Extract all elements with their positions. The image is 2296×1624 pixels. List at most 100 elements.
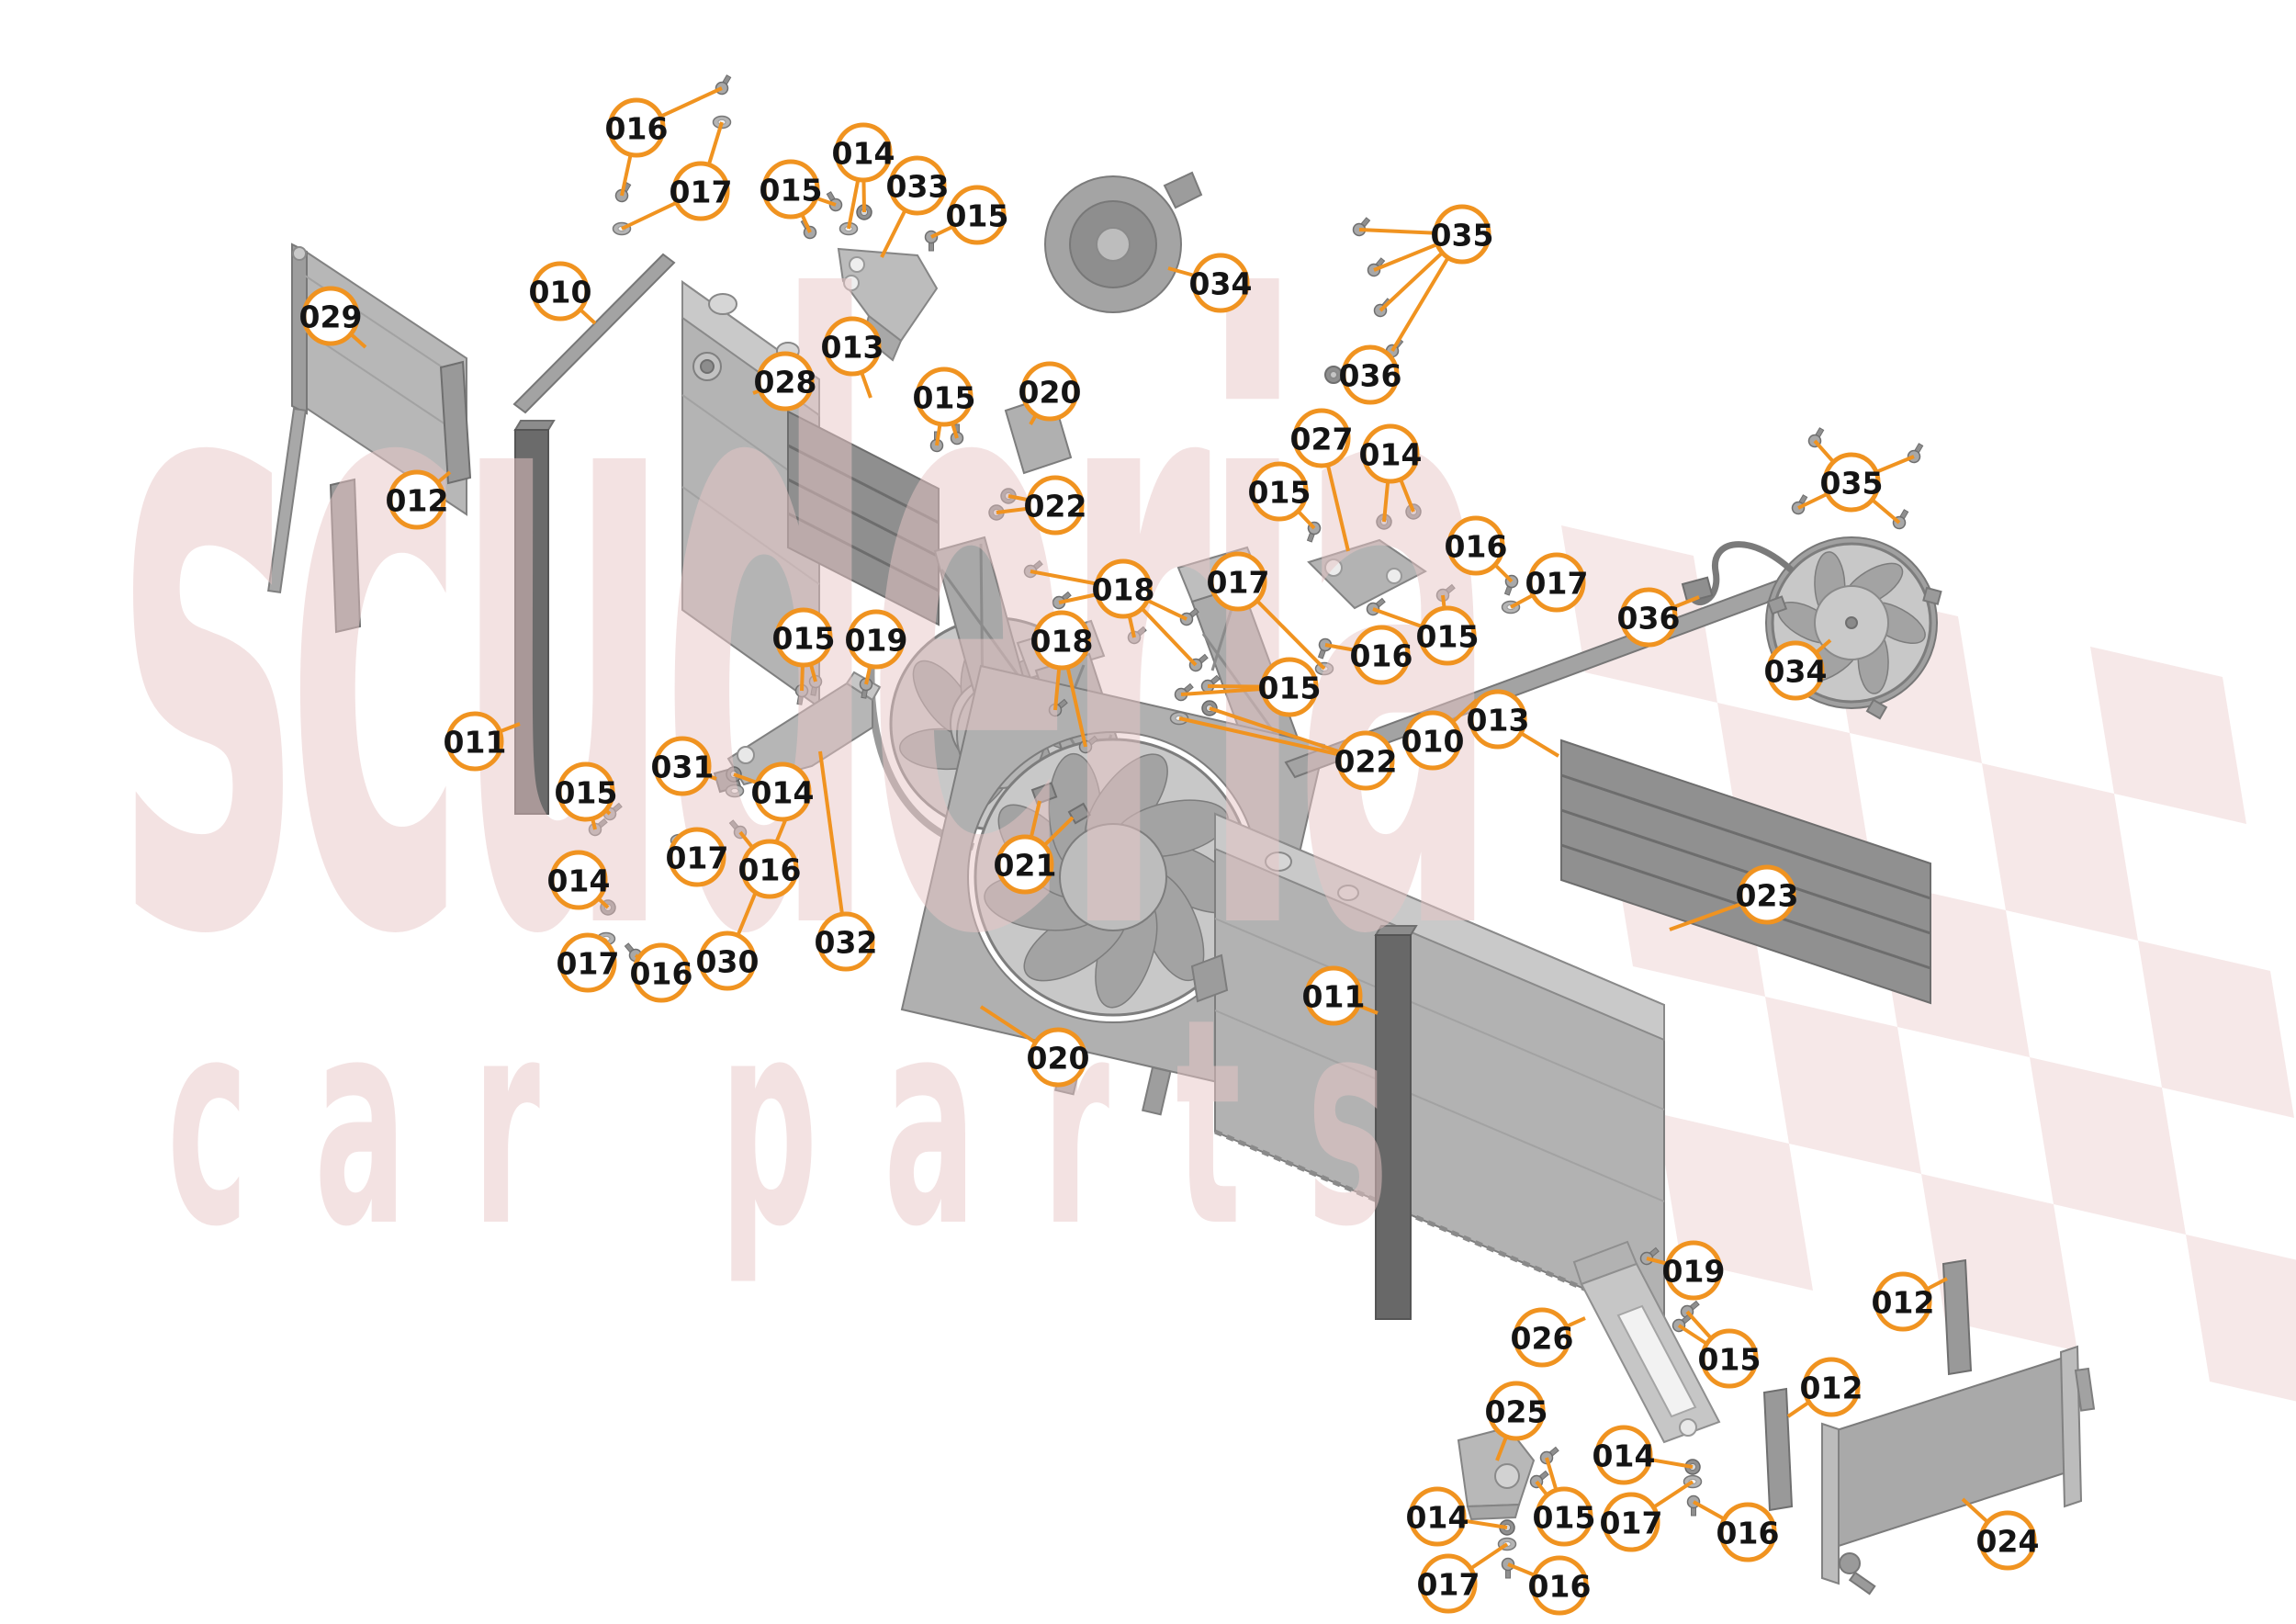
callout-016[interactable]: 016: [1350, 625, 1413, 685]
callout-ellipse[interactable]: [1403, 710, 1462, 771]
callout-ellipse[interactable]: [1594, 1425, 1653, 1485]
callout-ellipse[interactable]: [1191, 253, 1250, 313]
callout-ellipse[interactable]: [607, 97, 666, 158]
callout-ellipse[interactable]: [1535, 1486, 1593, 1547]
callout-013[interactable]: 013: [1467, 689, 1530, 750]
callout-ellipse[interactable]: [668, 827, 726, 887]
callout-ellipse[interactable]: [1341, 344, 1400, 405]
callout-ellipse[interactable]: [756, 351, 815, 412]
callout-ellipse[interactable]: [1513, 1307, 1571, 1368]
callout-ellipse[interactable]: [1418, 605, 1477, 666]
callout-010[interactable]: 010: [529, 261, 592, 321]
callout-ellipse[interactable]: [549, 850, 608, 910]
callout-ellipse[interactable]: [1822, 452, 1881, 513]
callout-015[interactable]: 015: [946, 185, 1009, 245]
callout-029[interactable]: 029: [299, 286, 363, 346]
callout-032[interactable]: 032: [815, 911, 878, 972]
callout-ellipse[interactable]: [888, 155, 947, 216]
callout-ellipse[interactable]: [1487, 1381, 1546, 1441]
callout-014[interactable]: 014: [1593, 1425, 1656, 1485]
callout-014[interactable]: 014: [547, 850, 611, 910]
callout-036[interactable]: 036: [1339, 344, 1402, 405]
callout-034[interactable]: 034: [1189, 253, 1253, 313]
callout-ellipse[interactable]: [557, 761, 615, 822]
callout-013[interactable]: 013: [821, 316, 884, 377]
callout-ellipse[interactable]: [1026, 475, 1085, 536]
callout-018[interactable]: 018: [1030, 610, 1094, 671]
callout-ellipse[interactable]: [1664, 1240, 1723, 1301]
callout-ellipse[interactable]: [915, 367, 974, 427]
callout-ellipse[interactable]: [531, 261, 590, 321]
callout-012[interactable]: 012: [1872, 1271, 1935, 1332]
callout-016[interactable]: 016: [1716, 1502, 1780, 1562]
callout-034[interactable]: 034: [1764, 640, 1828, 701]
callout-035[interactable]: 035: [1820, 452, 1884, 513]
callout-ellipse[interactable]: [1260, 657, 1319, 717]
callout-012[interactable]: 012: [1800, 1357, 1863, 1417]
callout-ellipse[interactable]: [1336, 730, 1395, 791]
callout-ellipse[interactable]: [1352, 625, 1411, 685]
callout-ellipse[interactable]: [996, 834, 1054, 895]
callout-ellipse[interactable]: [761, 159, 820, 220]
callout-ellipse[interactable]: [1874, 1271, 1932, 1332]
callout-011[interactable]: 011: [444, 711, 507, 772]
callout-ellipse[interactable]: [558, 932, 617, 993]
callout-036[interactable]: 036: [1617, 587, 1681, 648]
callout-025[interactable]: 025: [1485, 1381, 1548, 1441]
callout-ellipse[interactable]: [1020, 361, 1079, 422]
callout-ellipse[interactable]: [847, 609, 906, 670]
callout-ellipse[interactable]: [1446, 515, 1505, 576]
callout-ellipse[interactable]: [1766, 640, 1825, 701]
callout-015[interactable]: 015: [772, 607, 836, 668]
callout-014[interactable]: 014: [751, 761, 815, 822]
callout-ellipse[interactable]: [1530, 1555, 1589, 1616]
callout-015[interactable]: 015: [760, 159, 823, 220]
callout-ellipse[interactable]: [1408, 1486, 1467, 1547]
callout-ellipse[interactable]: [1032, 610, 1091, 671]
callout-015[interactable]: 015: [555, 761, 618, 822]
callout-017[interactable]: 017: [666, 827, 729, 887]
callout-031[interactable]: 031: [651, 736, 715, 796]
callout-ellipse[interactable]: [698, 930, 757, 991]
callout-010[interactable]: 010: [1401, 710, 1465, 771]
callout-011[interactable]: 011: [1302, 965, 1366, 1026]
callout-ellipse[interactable]: [1419, 1553, 1478, 1614]
callout-ellipse[interactable]: [740, 839, 799, 899]
callout-ellipse[interactable]: [671, 161, 730, 221]
callout-ellipse[interactable]: [1738, 864, 1796, 925]
callout-015[interactable]: 015: [913, 367, 976, 427]
callout-016[interactable]: 016: [605, 97, 669, 158]
callout-ellipse[interactable]: [1361, 423, 1420, 484]
callout-022[interactable]: 022: [1334, 730, 1398, 791]
callout-015[interactable]: 015: [1698, 1328, 1761, 1389]
callout-ellipse[interactable]: [1209, 551, 1267, 612]
callout-016[interactable]: 016: [1528, 1555, 1592, 1616]
callout-015[interactable]: 015: [1258, 657, 1322, 717]
callout-ellipse[interactable]: [1250, 461, 1309, 522]
callout-ellipse[interactable]: [774, 607, 833, 668]
callout-017[interactable]: 017: [1417, 1553, 1480, 1614]
callout-ellipse[interactable]: [1978, 1510, 2037, 1571]
callout-017[interactable]: 017: [1600, 1492, 1663, 1552]
callout-ellipse[interactable]: [1029, 1027, 1087, 1088]
callout-ellipse[interactable]: [1700, 1328, 1759, 1389]
callout-019[interactable]: 019: [845, 609, 908, 670]
callout-033[interactable]: 033: [886, 155, 950, 216]
callout-ellipse[interactable]: [1292, 408, 1351, 468]
callout-014[interactable]: 014: [1406, 1486, 1469, 1547]
callout-ellipse[interactable]: [1094, 558, 1153, 619]
callout-028[interactable]: 028: [754, 351, 817, 412]
callout-020[interactable]: 020: [1019, 361, 1082, 422]
callout-014[interactable]: 014: [832, 122, 895, 183]
callout-020[interactable]: 020: [1027, 1027, 1090, 1088]
callout-ellipse[interactable]: [753, 761, 812, 822]
callout-ellipse[interactable]: [388, 469, 446, 530]
callout-017[interactable]: 017: [1207, 551, 1270, 612]
callout-ellipse[interactable]: [816, 911, 875, 972]
callout-015[interactable]: 015: [1248, 461, 1311, 522]
callout-035[interactable]: 035: [1431, 204, 1494, 265]
callout-ellipse[interactable]: [1619, 587, 1678, 648]
callout-ellipse[interactable]: [1602, 1492, 1660, 1552]
callout-026[interactable]: 026: [1511, 1307, 1574, 1368]
callout-015[interactable]: 015: [1416, 605, 1480, 666]
